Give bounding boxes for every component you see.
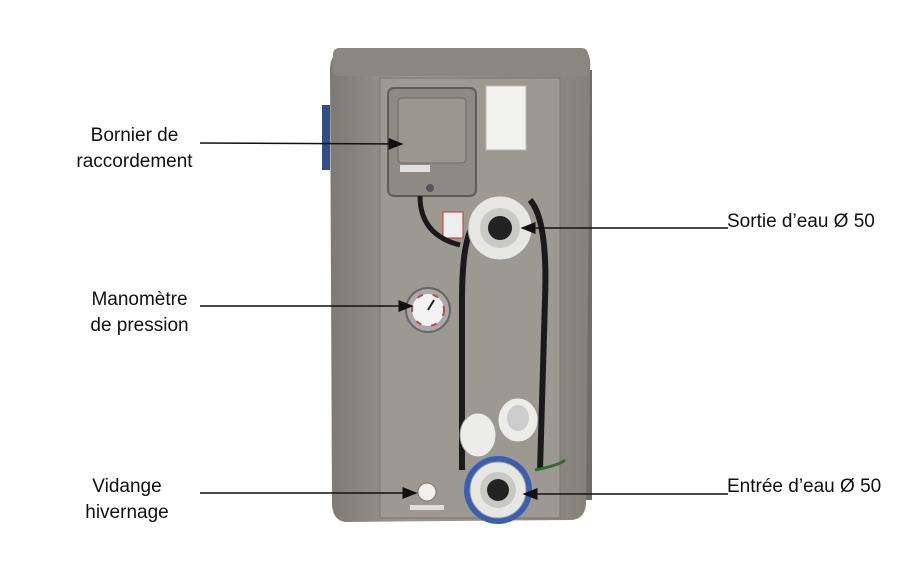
blue-side-part: [322, 105, 330, 170]
terminal-block-arrow: [199, 137, 404, 150]
terminal-block-label-line2: raccordement: [76, 151, 193, 172]
spec-sticker: [485, 85, 527, 151]
top-cover: [333, 48, 588, 76]
pressure-gauge-label: Manomètre de pression: [72, 287, 207, 339]
terminal-block-label-line1: Bornier de: [90, 125, 179, 146]
pressure-gauge-label-line2: de pression: [90, 315, 189, 336]
pressure-gauge: [405, 287, 451, 333]
terminal-box-cover: [397, 97, 467, 164]
drain-plug: [410, 482, 444, 510]
power-cable: [417, 195, 461, 248]
terminal-sticker: [400, 165, 430, 172]
terminal-screw: [426, 184, 434, 192]
winter-drain-label-line1: Vidange: [92, 476, 162, 497]
water-inlet-fitting: [464, 456, 532, 524]
water-outlet-label: Sortie d’eau Ø 50: [727, 211, 875, 232]
winter-drain-label-line2: hivernage: [85, 502, 169, 523]
warning-sticker: [442, 211, 464, 239]
green-wire: [534, 458, 567, 472]
water-inlet-label: Entrée d’eau Ø 50: [727, 476, 882, 497]
bypass-fittings: [459, 397, 539, 458]
winter-drain-label: Vidange hivernage: [62, 474, 192, 526]
pressure-gauge-label-line1: Manomètre: [91, 289, 188, 310]
terminal-block-label: Bornier de raccordement: [62, 123, 207, 175]
water-outlet-fitting: [467, 195, 533, 261]
